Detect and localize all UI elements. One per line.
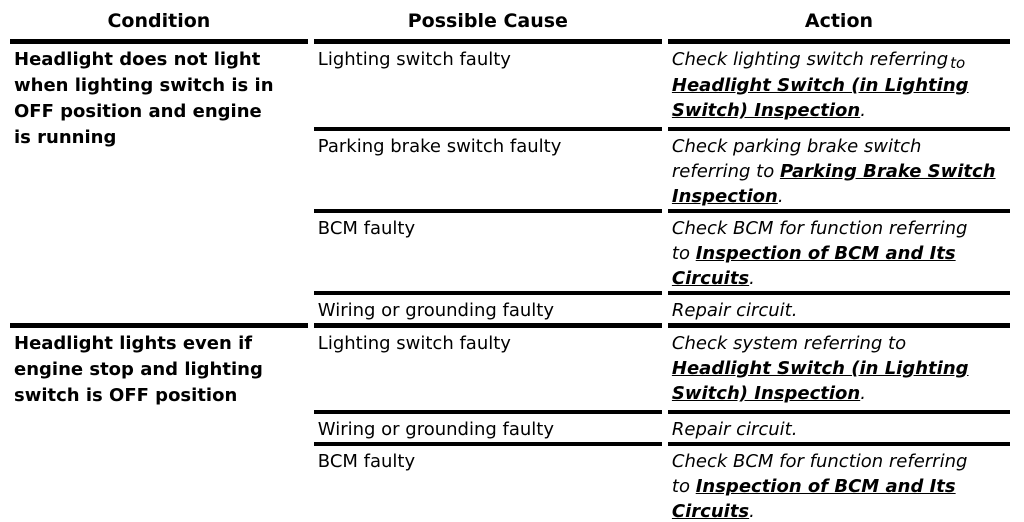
headlight-switch-inspection-link[interactable]: Switch) Inspection bbox=[671, 383, 861, 404]
action-cell: Check BCM for function referring to Inspe… bbox=[668, 446, 1010, 522]
parking-brake-switch-inspection-link[interactable]: Inspection bbox=[671, 186, 778, 207]
possible-cause-cell: BCM faulty bbox=[314, 446, 662, 522]
possible-cause-cell: Wiring or grounding faulty bbox=[313, 295, 662, 328]
possible-cause-cell: Parking brake switch faulty bbox=[313, 131, 662, 213]
parking-brake-switch-inspection-link[interactable]: Parking Brake Switch bbox=[779, 161, 996, 182]
action-text: Check lighting switch referring bbox=[671, 49, 949, 70]
action-text: . bbox=[749, 501, 755, 522]
table-row: Wiring or grounding faulty Repair circuit… bbox=[10, 295, 1010, 328]
possible-cause-cell: Lighting switch faulty bbox=[313, 44, 662, 131]
possible-cause-cell: BCM faulty bbox=[313, 213, 662, 295]
action-text: . bbox=[860, 100, 866, 121]
action-text: . bbox=[749, 268, 755, 289]
action-text: to bbox=[950, 54, 966, 72]
headlight-switch-inspection-link[interactable]: Headlight Switch (in Lighting bbox=[671, 358, 969, 379]
bcm-circuits-inspection-link[interactable]: Circuits bbox=[671, 268, 750, 289]
headlight-switch-inspection-link[interactable]: Switch) Inspection bbox=[671, 100, 861, 121]
action-text: Repair circuit. bbox=[671, 419, 798, 440]
action-text: Repair circuit. bbox=[671, 300, 798, 321]
action-text: . bbox=[860, 383, 866, 404]
action-text: to bbox=[671, 476, 696, 497]
bcm-circuits-inspection-link[interactable]: Inspection of BCM and Its bbox=[695, 476, 956, 497]
header-action: Action bbox=[667, 2, 1010, 44]
action-cell: Repair circuit. bbox=[667, 414, 1010, 446]
action-cell: Check parking brake switch referring to P… bbox=[667, 131, 1010, 213]
action-text: to bbox=[671, 243, 696, 264]
table-row: Wiring or grounding faulty Repair circuit… bbox=[10, 414, 1010, 446]
action-text: referring to bbox=[671, 161, 780, 182]
header-condition: Condition bbox=[10, 2, 308, 44]
header-possible-cause: Possible Cause bbox=[313, 2, 662, 44]
action-text: Check system referring to bbox=[671, 333, 907, 354]
possible-cause-cell: Wiring or grounding faulty bbox=[313, 414, 662, 446]
action-cell: Check BCM for function referring to Inspe… bbox=[667, 213, 1010, 295]
action-cell: Check system referring to Headlight Switc… bbox=[667, 328, 1010, 414]
header-row: Condition Possible Cause Action bbox=[10, 2, 1010, 44]
action-cell: Repair circuit. bbox=[667, 295, 1010, 328]
action-text: Check BCM for function referring bbox=[671, 218, 968, 239]
possible-cause-cell: Lighting switch faulty bbox=[313, 328, 662, 414]
bcm-circuits-inspection-link[interactable]: Circuits bbox=[671, 501, 750, 522]
action-text: Check parking brake switch bbox=[671, 136, 922, 157]
headlight-switch-inspection-link[interactable]: Headlight Switch (in Lighting bbox=[671, 75, 969, 96]
action-text: Check BCM for function referring bbox=[671, 451, 968, 472]
troubleshooting-table: Condition Possible Cause Action Headligh… bbox=[4, 2, 1016, 522]
bcm-circuits-inspection-link[interactable]: Inspection of BCM and Its bbox=[695, 243, 956, 264]
action-text: . bbox=[777, 186, 784, 207]
